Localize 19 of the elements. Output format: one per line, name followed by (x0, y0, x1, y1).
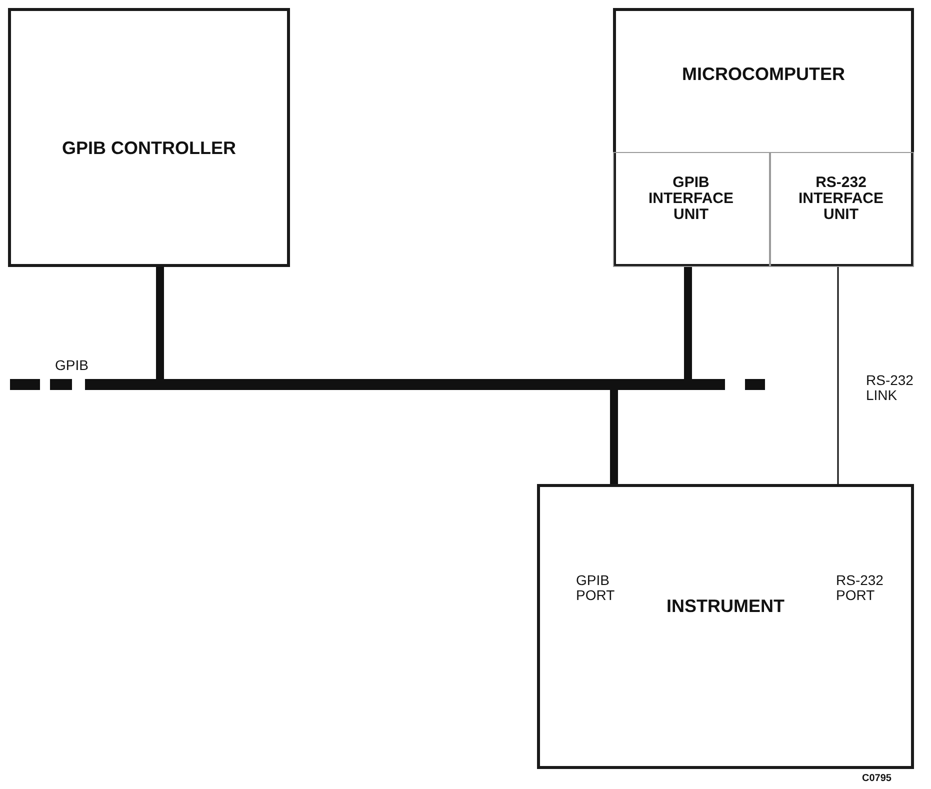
controller-box (8, 8, 290, 267)
connector-line (610, 390, 618, 484)
box-title: INSTRUMENT (666, 597, 786, 616)
connector-line (837, 267, 839, 484)
connector-line (684, 267, 692, 379)
box-title: MICROCOMPUTER (681, 65, 846, 84)
connector-line (156, 267, 164, 379)
port-label: RS-232 PORT (836, 573, 884, 602)
box-title: GPIB INTERFACE UNIT (647, 175, 734, 222)
bus-label: GPIB (55, 358, 88, 373)
instrument-box (537, 484, 914, 769)
box-title: RS-232 INTERFACE UNIT (797, 175, 884, 222)
port-label: GPIB PORT (576, 573, 616, 602)
interface-unit-cell (613, 152, 770, 267)
bus-bar (10, 379, 765, 390)
box-title: GPIB CONTROLLER (61, 139, 237, 158)
interface-unit-cell (770, 152, 914, 267)
figure-code: C0795 (862, 774, 892, 784)
microcomputer-box (613, 8, 914, 267)
